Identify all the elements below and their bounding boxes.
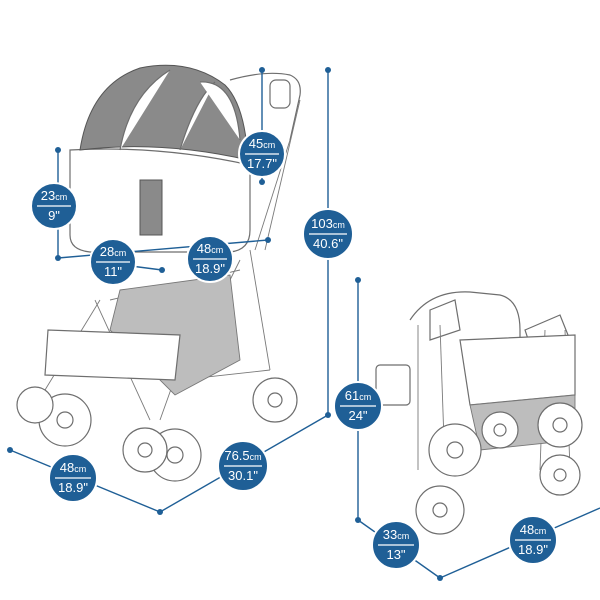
front-wheel-right	[122, 427, 168, 473]
badge-cabin-height: 23cm 9"	[30, 182, 78, 230]
svg-text:40.6": 40.6"	[313, 236, 343, 251]
handle-grip	[269, 79, 291, 109]
unfolded-stroller-illustration	[16, 64, 301, 482]
badge-width: 48cm 18.9"	[48, 453, 98, 503]
svg-text:103cm: 103cm	[311, 216, 345, 231]
folded-panel	[459, 334, 576, 406]
svg-text:18.9": 18.9"	[195, 261, 225, 276]
svg-text:17.7": 17.7"	[247, 156, 277, 171]
svg-text:18.9": 18.9"	[518, 542, 548, 557]
badge-cabin-depth: 28cm 11"	[89, 238, 137, 286]
svg-text:48cm: 48cm	[520, 522, 546, 537]
svg-text:30.1": 30.1"	[228, 468, 258, 483]
badge-folded-depth: 33cm 13"	[371, 520, 421, 570]
svg-text:61cm: 61cm	[345, 388, 371, 403]
svg-text:11": 11"	[104, 264, 122, 279]
badge-length: 76.5cm 30.1"	[217, 440, 269, 492]
rear-wheel-back	[16, 386, 54, 424]
badge-cabin-length: 48cm 18.9"	[186, 235, 234, 283]
folded-stroller-illustration	[375, 291, 583, 535]
badge-folded-width: 48cm 18.9"	[508, 515, 558, 565]
svg-text:45cm: 45cm	[249, 136, 275, 151]
svg-text:9": 9"	[48, 208, 60, 223]
svg-text:48cm: 48cm	[60, 460, 86, 475]
svg-text:18.9": 18.9"	[58, 480, 88, 495]
badge-total-height: 103cm 40.6"	[302, 208, 354, 260]
svg-text:13": 13"	[386, 547, 405, 562]
folded-frame	[409, 291, 521, 340]
folded-wheel-front-left	[428, 423, 482, 477]
folded-wheel-bottom	[415, 485, 465, 535]
svg-text:33cm: 33cm	[383, 527, 409, 542]
front-panel	[44, 329, 181, 381]
folded-wheel-right	[537, 402, 583, 448]
svg-text:23cm: 23cm	[41, 188, 67, 203]
svg-text:76.5cm: 76.5cm	[224, 448, 261, 463]
badge-canopy-height: 45cm 17.7"	[238, 130, 286, 178]
svg-text:28cm: 28cm	[100, 244, 126, 259]
svg-text:24": 24"	[348, 408, 367, 423]
rear-wheel-right	[252, 377, 298, 423]
cup-holder	[375, 364, 411, 406]
folded-wheel-mid	[481, 411, 519, 449]
badge-folded-height: 61cm 24"	[333, 381, 383, 431]
folded-wheel-right-bottom	[539, 454, 581, 496]
svg-text:48cm: 48cm	[197, 241, 223, 256]
cabin-window	[139, 179, 163, 236]
